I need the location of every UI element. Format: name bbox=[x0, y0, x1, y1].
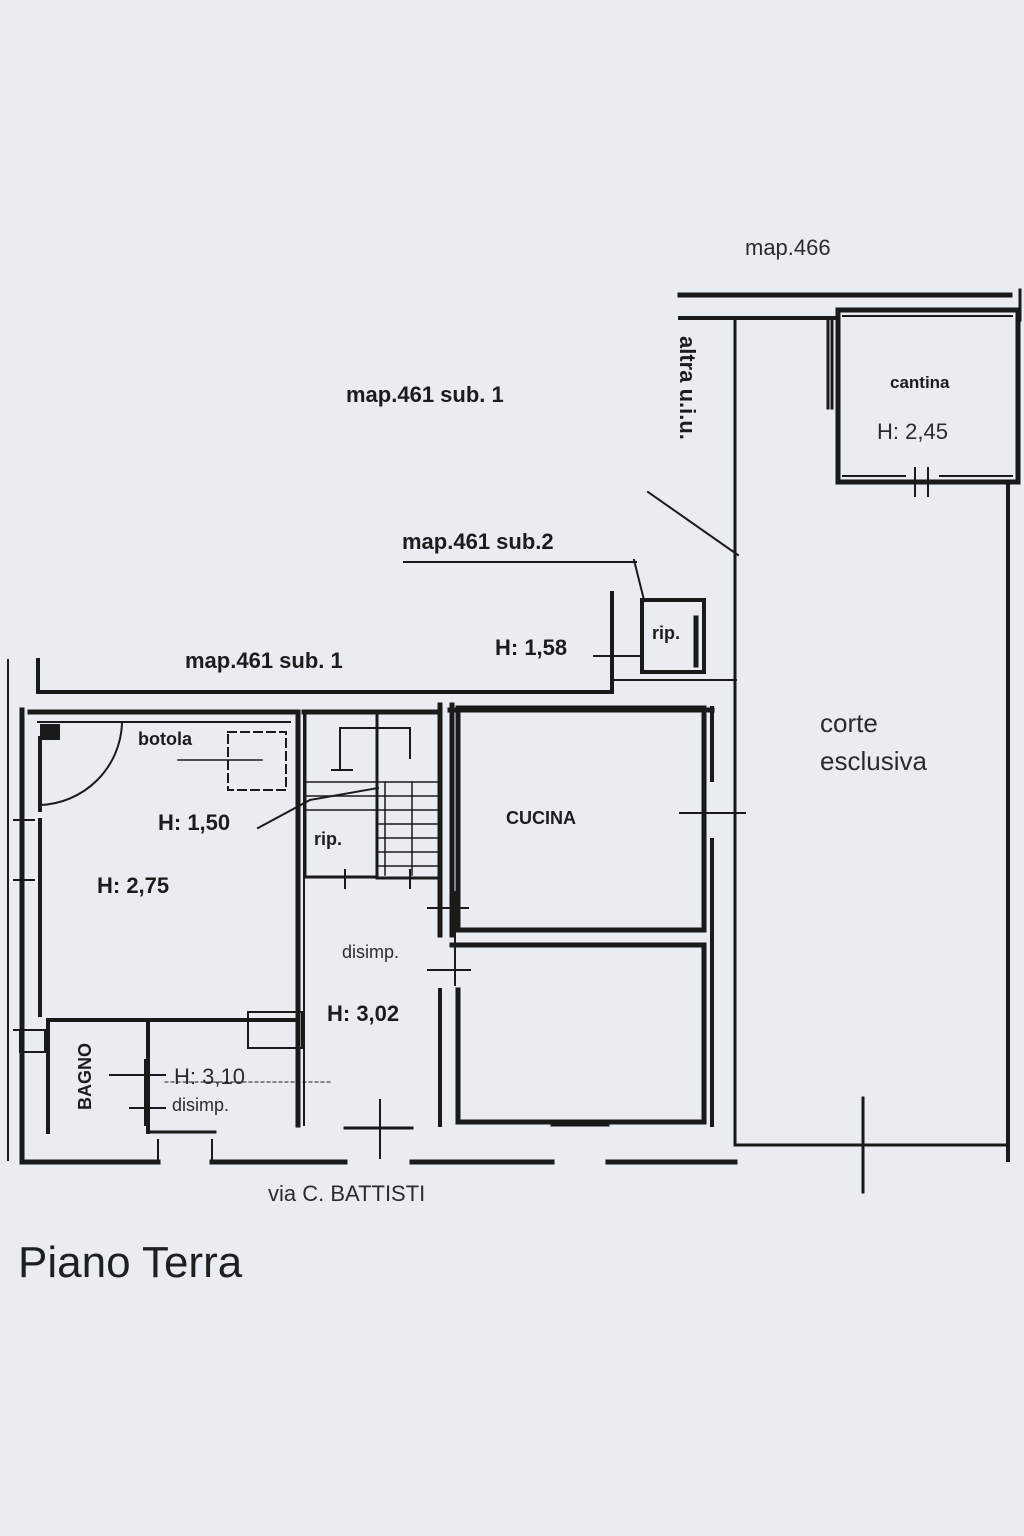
label-bagno: BAGNO bbox=[75, 1043, 95, 1110]
label-h310: H: 3,10 bbox=[174, 1064, 245, 1089]
stair-treads bbox=[304, 781, 441, 876]
label-altra-uiu: altra u.i.u. bbox=[675, 336, 700, 440]
label-map466: map.466 bbox=[745, 235, 831, 260]
cantina-room bbox=[835, 307, 1021, 485]
label-esclusiva: esclusiva bbox=[820, 746, 927, 776]
label-botola: botola bbox=[138, 729, 192, 749]
label-cantina: cantina bbox=[890, 373, 950, 392]
label-cantina-height: H: 2,45 bbox=[877, 419, 948, 444]
label-disimp-small: disimp. bbox=[172, 1095, 230, 1115]
label-corte: corte bbox=[820, 708, 878, 738]
rip-box-top bbox=[640, 598, 706, 674]
label-rip-stair: rip. bbox=[314, 829, 343, 849]
label-rip-top: rip. bbox=[652, 623, 681, 643]
label-street: via C. BATTISTI bbox=[268, 1181, 426, 1206]
label-map461-sub1-left: map.461 sub. 1 bbox=[185, 648, 343, 673]
label-h150: H: 1,50 bbox=[158, 810, 231, 835]
label-cucina: CUCINA bbox=[506, 808, 576, 828]
label-map461-sub2: map.461 sub.2 bbox=[402, 529, 554, 554]
label-map461-sub1-top: map.461 sub. 1 bbox=[346, 382, 504, 407]
label-h158: H: 1,58 bbox=[495, 635, 568, 660]
label-disimp-center: disimp. bbox=[342, 942, 400, 962]
house-top-boundary bbox=[36, 591, 614, 694]
label-h302: H: 3,02 bbox=[327, 1001, 400, 1026]
floor-title: Piano Terra bbox=[18, 1238, 243, 1287]
label-h275: H: 2,75 bbox=[97, 873, 170, 898]
